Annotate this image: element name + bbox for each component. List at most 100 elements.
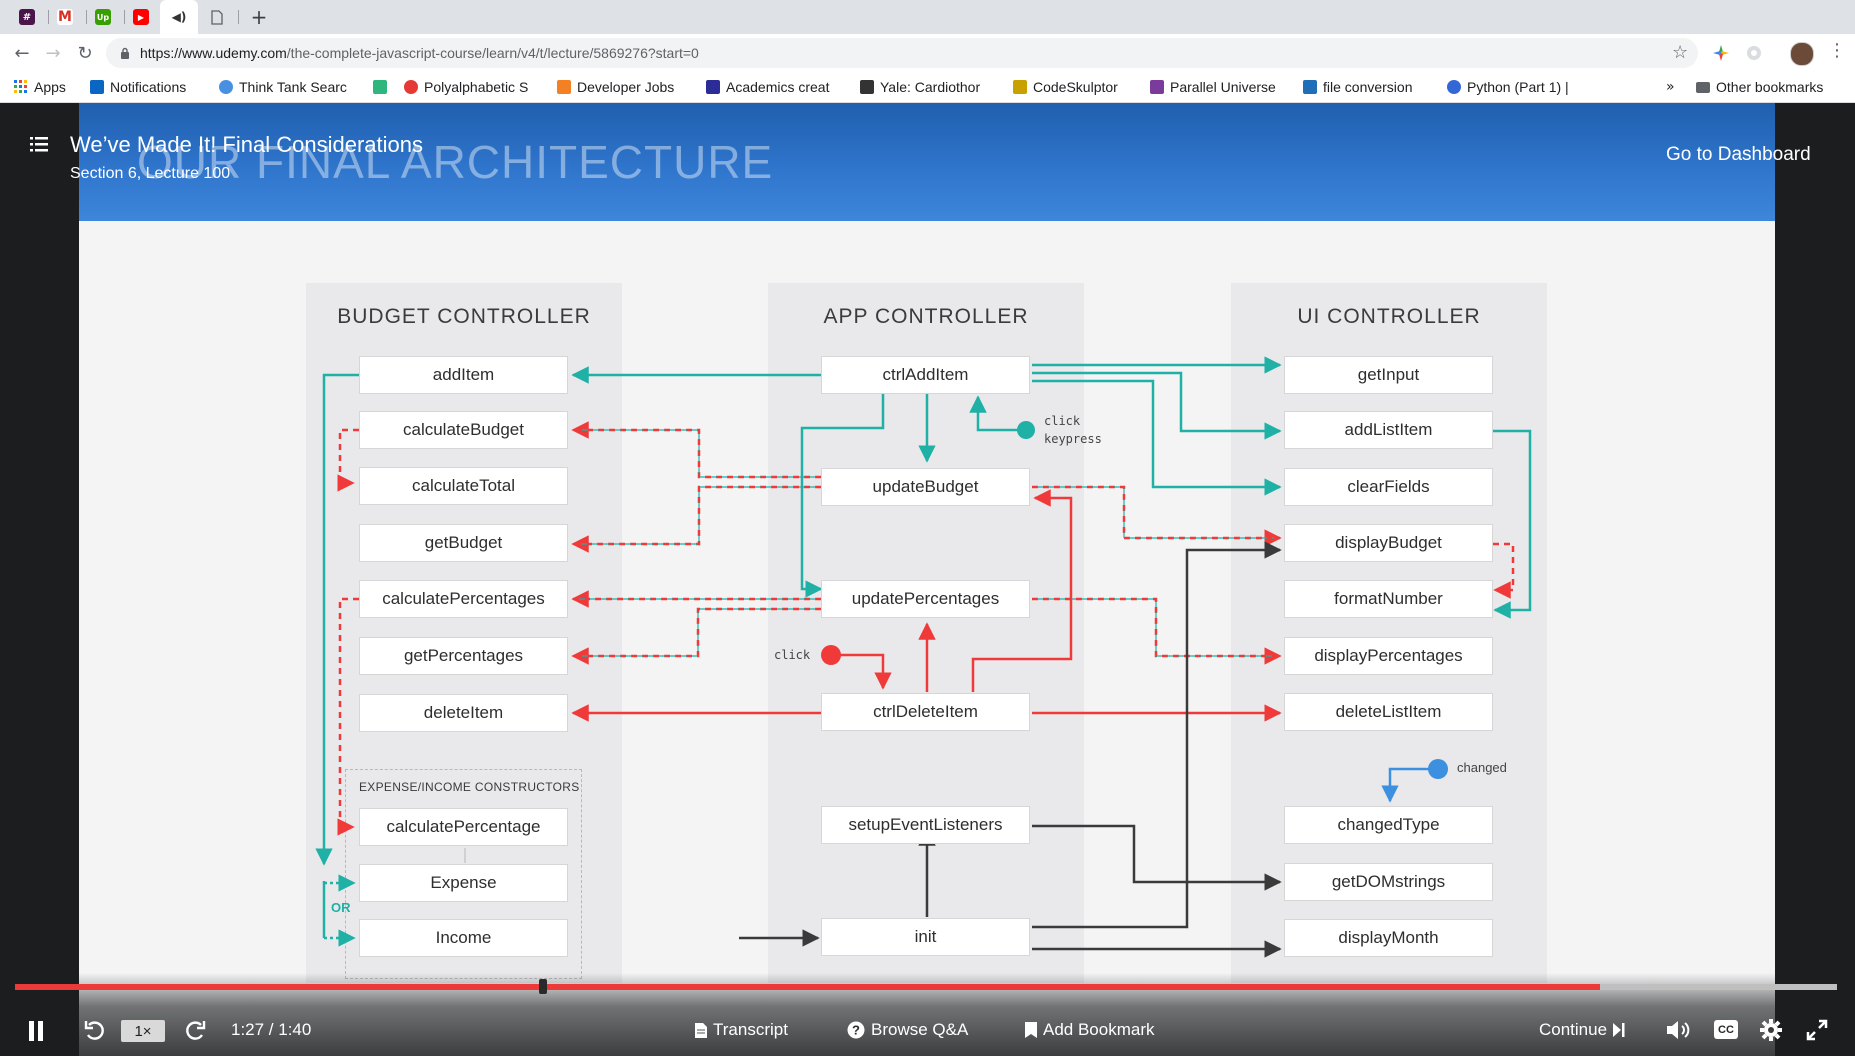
slide-title: OUR FINAL ARCHITECTURE <box>137 136 774 188</box>
fullscreen-icon[interactable] <box>1806 1019 1828 1041</box>
document-icon <box>695 1022 707 1038</box>
bookmark-label: Polyalphabetic S <box>424 79 529 95</box>
event-click-label: click <box>1044 414 1081 428</box>
video-player[interactable]: OUR FINAL ARCHITECTURE BUDGET CONTROLLER… <box>0 103 1855 1056</box>
fn-addItem: addItem <box>359 356 568 394</box>
new-tab-button[interactable]: + <box>250 5 268 29</box>
add-bookmark-label: Add Bookmark <box>1043 1020 1155 1039</box>
tab-divider <box>238 10 239 24</box>
budget-controller-heading: BUDGET CONTROLLER <box>337 305 591 328</box>
slide-header: OUR FINAL ARCHITECTURE <box>79 103 1775 221</box>
fn-deleteListItem: deleteListItem <box>1284 693 1493 731</box>
bookmark-polyalphabetic[interactable]: Polyalphabetic S <box>404 77 540 97</box>
volume-icon[interactable] <box>1667 1020 1691 1040</box>
fn-Expense: Expense <box>359 864 568 902</box>
tab-blank[interactable] <box>202 0 232 34</box>
bookmark-think-tank[interactable]: Think Tank Searc <box>219 77 359 97</box>
fn-calculateBudget: calculateBudget <box>359 411 568 449</box>
pause-icon[interactable] <box>28 1021 44 1041</box>
fn-calculatePercentage: calculatePercentage <box>359 808 568 846</box>
bookmark-academics[interactable]: Academics creat <box>706 77 841 97</box>
or-label: OR <box>331 900 351 915</box>
curriculum-list-icon[interactable] <box>30 136 48 152</box>
progress-track[interactable] <box>15 984 1837 990</box>
file-conversion-icon <box>1303 80 1317 94</box>
progress-fill <box>15 984 1601 990</box>
lecture-subtitle: Section 6, Lecture 100 <box>70 165 231 182</box>
go-to-dashboard-link[interactable]: Go to Dashboard <box>1666 144 1811 165</box>
fn-formatNumber: formatNumber <box>1284 580 1493 618</box>
transcript-label: Transcript <box>713 1020 788 1039</box>
fn-calculateTotal: calculateTotal <box>359 467 568 505</box>
extension-circle-icon[interactable] <box>1745 44 1763 62</box>
bookmark-icon <box>1025 1022 1037 1038</box>
bookmark-parallel-universe[interactable]: Parallel Universe <box>1150 77 1286 97</box>
polyalphabetic-icon <box>404 80 418 94</box>
fn-displayBudget: displayBudget <box>1284 524 1493 562</box>
upwork-icon: Up <box>95 9 111 25</box>
browser-toolbar: ← → ↻ https://www.udemy.com/the-complete… <box>0 34 1855 72</box>
constructors-label: EXPENSE/INCOME CONSTRUCTORS <box>359 780 580 794</box>
fn-getPercentages: getPercentages <box>359 637 568 675</box>
fn-ctrlDeleteItem: ctrlDeleteItem <box>821 693 1030 731</box>
click-keypress-event-dot <box>1017 421 1035 439</box>
tab-youtube[interactable]: ▶ <box>126 0 156 34</box>
lecture-title: We’ve Made It! Final Considerations <box>70 132 423 157</box>
tab-upwork[interactable]: Up <box>88 0 118 34</box>
tab-slack[interactable]: # <box>12 0 42 34</box>
bookmark-developer-jobs[interactable]: Developer Jobs <box>557 77 674 97</box>
linkedin-icon <box>90 80 104 94</box>
star-bookmark-icon[interactable]: ☆ <box>1672 42 1689 63</box>
browse-qa-button[interactable]: ? Browse Q&A <box>847 1020 968 1040</box>
reload-button[interactable]: ↻ <box>77 42 93 64</box>
extension-pinwheel-icon[interactable] <box>1712 44 1730 62</box>
cloud-icon <box>219 80 233 94</box>
svg-text:?: ? <box>852 1023 860 1038</box>
transcript-button[interactable]: Transcript <box>695 1020 788 1040</box>
bookmark-yale[interactable]: Yale: Cardiothor <box>860 77 997 97</box>
forward-icon[interactable] <box>184 1020 206 1042</box>
bookmark-label: Developer Jobs <box>577 79 675 95</box>
tab-udemy-active[interactable]: ◀) <box>160 0 198 34</box>
slack-icon <box>373 80 387 94</box>
tab-gmail[interactable]: M <box>50 0 80 34</box>
parallel-universe-icon <box>1150 80 1164 94</box>
add-bookmark-button[interactable]: Add Bookmark <box>1025 1020 1155 1040</box>
folder-icon <box>1696 81 1710 93</box>
bookmark-codeskulptor[interactable]: CodeSkulptor <box>1013 77 1118 97</box>
app-controller-heading: APP CONTROLLER <box>823 305 1029 328</box>
seek-handle[interactable] <box>539 979 547 994</box>
tab-strip: # M Up ▶ ◀) + <box>0 0 1855 34</box>
bookmarks-overflow-button[interactable]: » <box>1666 79 1675 95</box>
bookmark-slack[interactable] <box>373 77 387 97</box>
fn-getInput: getInput <box>1284 356 1493 394</box>
fn-setupEventListeners: setupEventListeners <box>821 806 1030 844</box>
rewind-icon[interactable] <box>84 1020 106 1042</box>
bookmark-apps[interactable]: Apps <box>14 77 66 97</box>
bookmark-label: Other bookmarks <box>1716 79 1824 95</box>
tab-divider <box>124 10 125 24</box>
codeskulptor-icon <box>1013 80 1027 94</box>
bookmark-other[interactable]: Other bookmarks <box>1696 77 1823 97</box>
settings-gear-icon[interactable] <box>1760 1019 1782 1041</box>
audio-playing-icon: ◀) <box>171 10 187 24</box>
question-icon: ? <box>847 1021 865 1039</box>
captions-button[interactable]: CC <box>1714 1020 1738 1039</box>
forward-button[interactable]: → <box>45 42 61 64</box>
browser-menu-icon[interactable]: ⋮ <box>1828 40 1846 61</box>
coursera-icon <box>1447 80 1461 94</box>
bookmark-label: Parallel Universe <box>1170 79 1276 95</box>
address-bar[interactable]: https://www.udemy.com/the-complete-javas… <box>106 38 1698 68</box>
bookmark-label: Think Tank Searc <box>239 79 347 95</box>
fn-init: init <box>821 918 1030 956</box>
continue-button[interactable]: Continue <box>1539 1020 1625 1040</box>
fn-displayPercentages: displayPercentages <box>1284 637 1493 675</box>
bookmark-file-conversion[interactable]: file conversion <box>1303 77 1413 97</box>
url-host: https://www.udemy.com <box>140 45 287 61</box>
playback-speed-button[interactable]: 1× <box>121 1020 165 1042</box>
profile-avatar[interactable] <box>1790 42 1814 66</box>
back-button[interactable]: ← <box>14 42 30 64</box>
bookmark-notifications[interactable]: Notifications <box>90 77 186 97</box>
fn-displayMonth: displayMonth <box>1284 919 1493 957</box>
bookmark-python[interactable]: Python (Part 1) | <box>1447 77 1569 97</box>
